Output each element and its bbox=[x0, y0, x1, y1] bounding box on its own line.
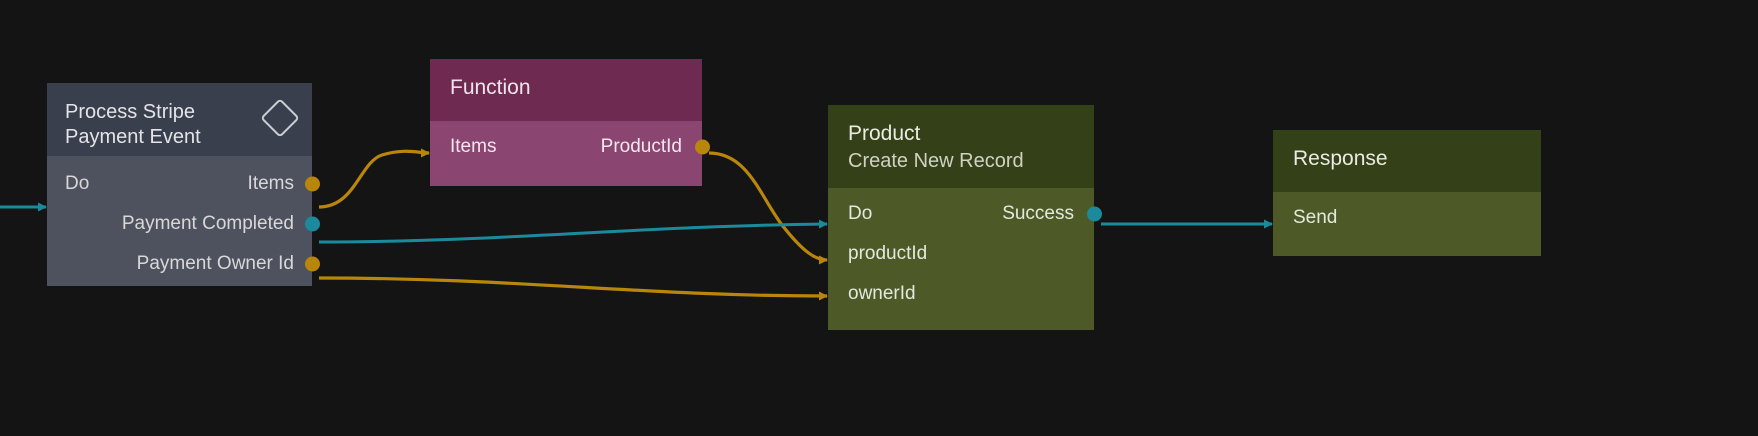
port-dot-success[interactable] bbox=[1086, 206, 1102, 222]
port-label-do[interactable]: Do bbox=[65, 173, 90, 194]
node-header[interactable]: Process Stripe Payment Event bbox=[47, 83, 312, 156]
port-row-payment-completed: Payment Completed bbox=[65, 204, 320, 244]
port-row-do-success: Do Success bbox=[848, 194, 1102, 234]
port-dot-payment-owner-id[interactable] bbox=[304, 256, 320, 272]
node-response[interactable]: Response Send bbox=[1273, 130, 1541, 256]
port-row-payment-owner-id: Payment Owner Id bbox=[65, 244, 320, 284]
port-dot-productid[interactable] bbox=[694, 139, 710, 155]
edge-items-to-function-items bbox=[318, 148, 430, 209]
port-label-items[interactable]: Items bbox=[247, 173, 294, 194]
port-label-do[interactable]: Do bbox=[848, 203, 873, 224]
node-body: Do Items Payment Completed Payment Owner… bbox=[47, 156, 320, 286]
port-label-payment-owner-id[interactable]: Payment Owner Id bbox=[136, 253, 294, 274]
node-body: Do Success productId ownerId bbox=[828, 188, 1102, 330]
node-subtitle: Create New Record bbox=[848, 150, 1024, 173]
port-label-ownerid[interactable]: ownerId bbox=[848, 283, 916, 304]
node-title: Product bbox=[848, 122, 921, 145]
node-body: Send bbox=[1273, 192, 1541, 256]
port-label-success[interactable]: Success bbox=[1002, 203, 1074, 224]
node-title: Function bbox=[450, 76, 531, 99]
node-function[interactable]: Function Items ProductId bbox=[430, 59, 710, 186]
port-label-send[interactable]: Send bbox=[1293, 207, 1338, 228]
node-process-stripe-payment-event[interactable]: Process Stripe Payment Event Do Items Pa… bbox=[47, 83, 320, 286]
edge-payment-owner-id-to-product-ownerid bbox=[318, 276, 828, 301]
port-row-send: Send bbox=[1293, 198, 1521, 238]
node-header[interactable]: Response bbox=[1273, 130, 1541, 192]
port-row-items-productid: Items ProductId bbox=[450, 127, 710, 167]
node-product[interactable]: Product Create New Record Do Success pro… bbox=[828, 105, 1102, 330]
node-title: Response bbox=[1293, 147, 1388, 170]
diamond-icon bbox=[260, 98, 300, 138]
node-header[interactable]: Product Create New Record bbox=[828, 105, 1094, 188]
edge-productid-to-product-productid bbox=[708, 151, 828, 265]
port-label-productid[interactable]: ProductId bbox=[600, 136, 682, 157]
port-label-items-in[interactable]: Items bbox=[450, 136, 497, 157]
port-row-ownerid: ownerId bbox=[848, 274, 1074, 314]
port-dot-payment-completed[interactable] bbox=[304, 216, 320, 232]
port-row-do-items: Do Items bbox=[65, 164, 320, 204]
node-body: Items ProductId bbox=[430, 121, 710, 186]
port-dot-items[interactable] bbox=[304, 176, 320, 192]
port-row-productid: productId bbox=[848, 234, 1074, 274]
port-label-productid[interactable]: productId bbox=[848, 243, 928, 264]
port-label-payment-completed[interactable]: Payment Completed bbox=[121, 213, 294, 234]
node-title: Process Stripe Payment Event bbox=[65, 101, 201, 148]
node-header[interactable]: Function bbox=[430, 59, 702, 121]
edge-payment-completed-to-product-do bbox=[318, 219, 828, 244]
